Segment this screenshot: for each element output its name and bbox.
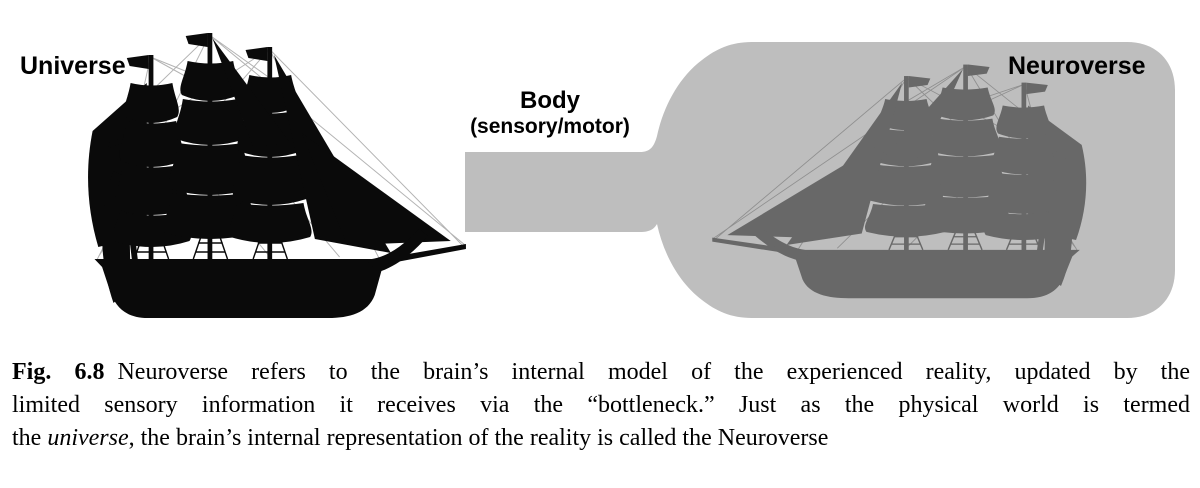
caption-line-3-pre: the	[12, 425, 48, 451]
body-label-line2: (sensory/motor)	[470, 114, 630, 138]
universe-ship-icon	[87, 32, 467, 319]
universe-label: Universe	[20, 52, 126, 80]
caption-line-1-text: Neuroverse refers to the brain’s interna…	[117, 359, 1191, 385]
figure-illustration	[87, 32, 1175, 319]
caption-line-2-text: limited sensory information it receives …	[12, 392, 1190, 418]
caption-universe-word: universe	[47, 425, 129, 451]
figure-caption: Fig. 6.8 Neuroverse refers to the brain’s…	[12, 356, 1190, 455]
caption-line-3: the universe, the brain’s internal repre…	[12, 422, 1190, 455]
caption-line-1: Fig. 6.8 Neuroverse refers to the brain’s…	[12, 356, 1190, 389]
figure-number: Fig. 6.8	[12, 359, 105, 385]
caption-line-3-post: , the brain’s internal representation of…	[128, 425, 829, 451]
body-label: Body (sensory/motor)	[448, 87, 652, 138]
body-label-line1: Body	[520, 87, 580, 114]
neuroverse-label: Neuroverse	[1008, 52, 1146, 80]
caption-line-2: limited sensory information it receives …	[12, 389, 1190, 422]
